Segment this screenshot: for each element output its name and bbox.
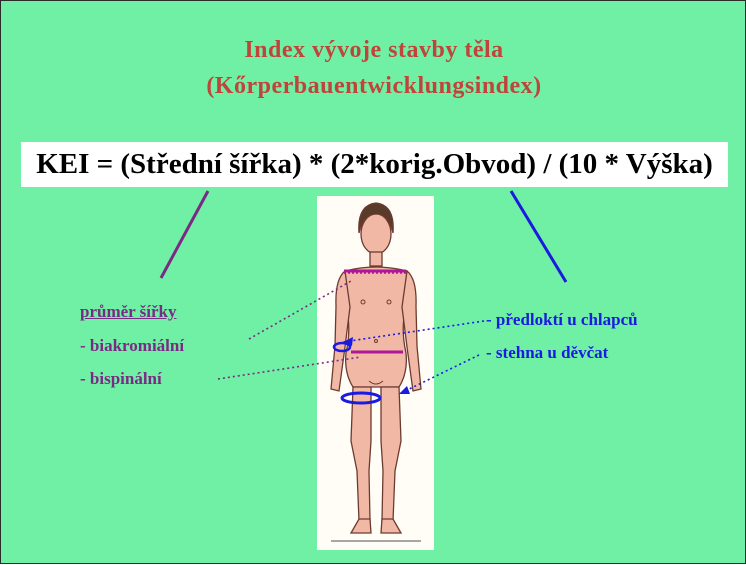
human-figure: [331, 203, 421, 533]
left-foot: [351, 519, 371, 533]
left-heading-label: průměr šířky: [80, 302, 177, 322]
left-leg: [351, 387, 371, 521]
right-leg: [381, 387, 401, 521]
left-item-bispinal: - bispinální: [80, 369, 162, 389]
head: [361, 214, 391, 254]
left-item-biakromial: - biakromiální: [80, 336, 184, 356]
left-pointer-line: [161, 191, 208, 278]
neck: [370, 252, 382, 266]
arrowhead-thigh: [399, 386, 410, 394]
right-foot: [381, 519, 401, 533]
right-pointer-line: [511, 191, 566, 282]
right-item-forearm: - předloktí u chlapců: [486, 310, 638, 330]
torso: [345, 267, 407, 387]
right-item-thigh: - stehna u děvčat: [486, 343, 608, 363]
